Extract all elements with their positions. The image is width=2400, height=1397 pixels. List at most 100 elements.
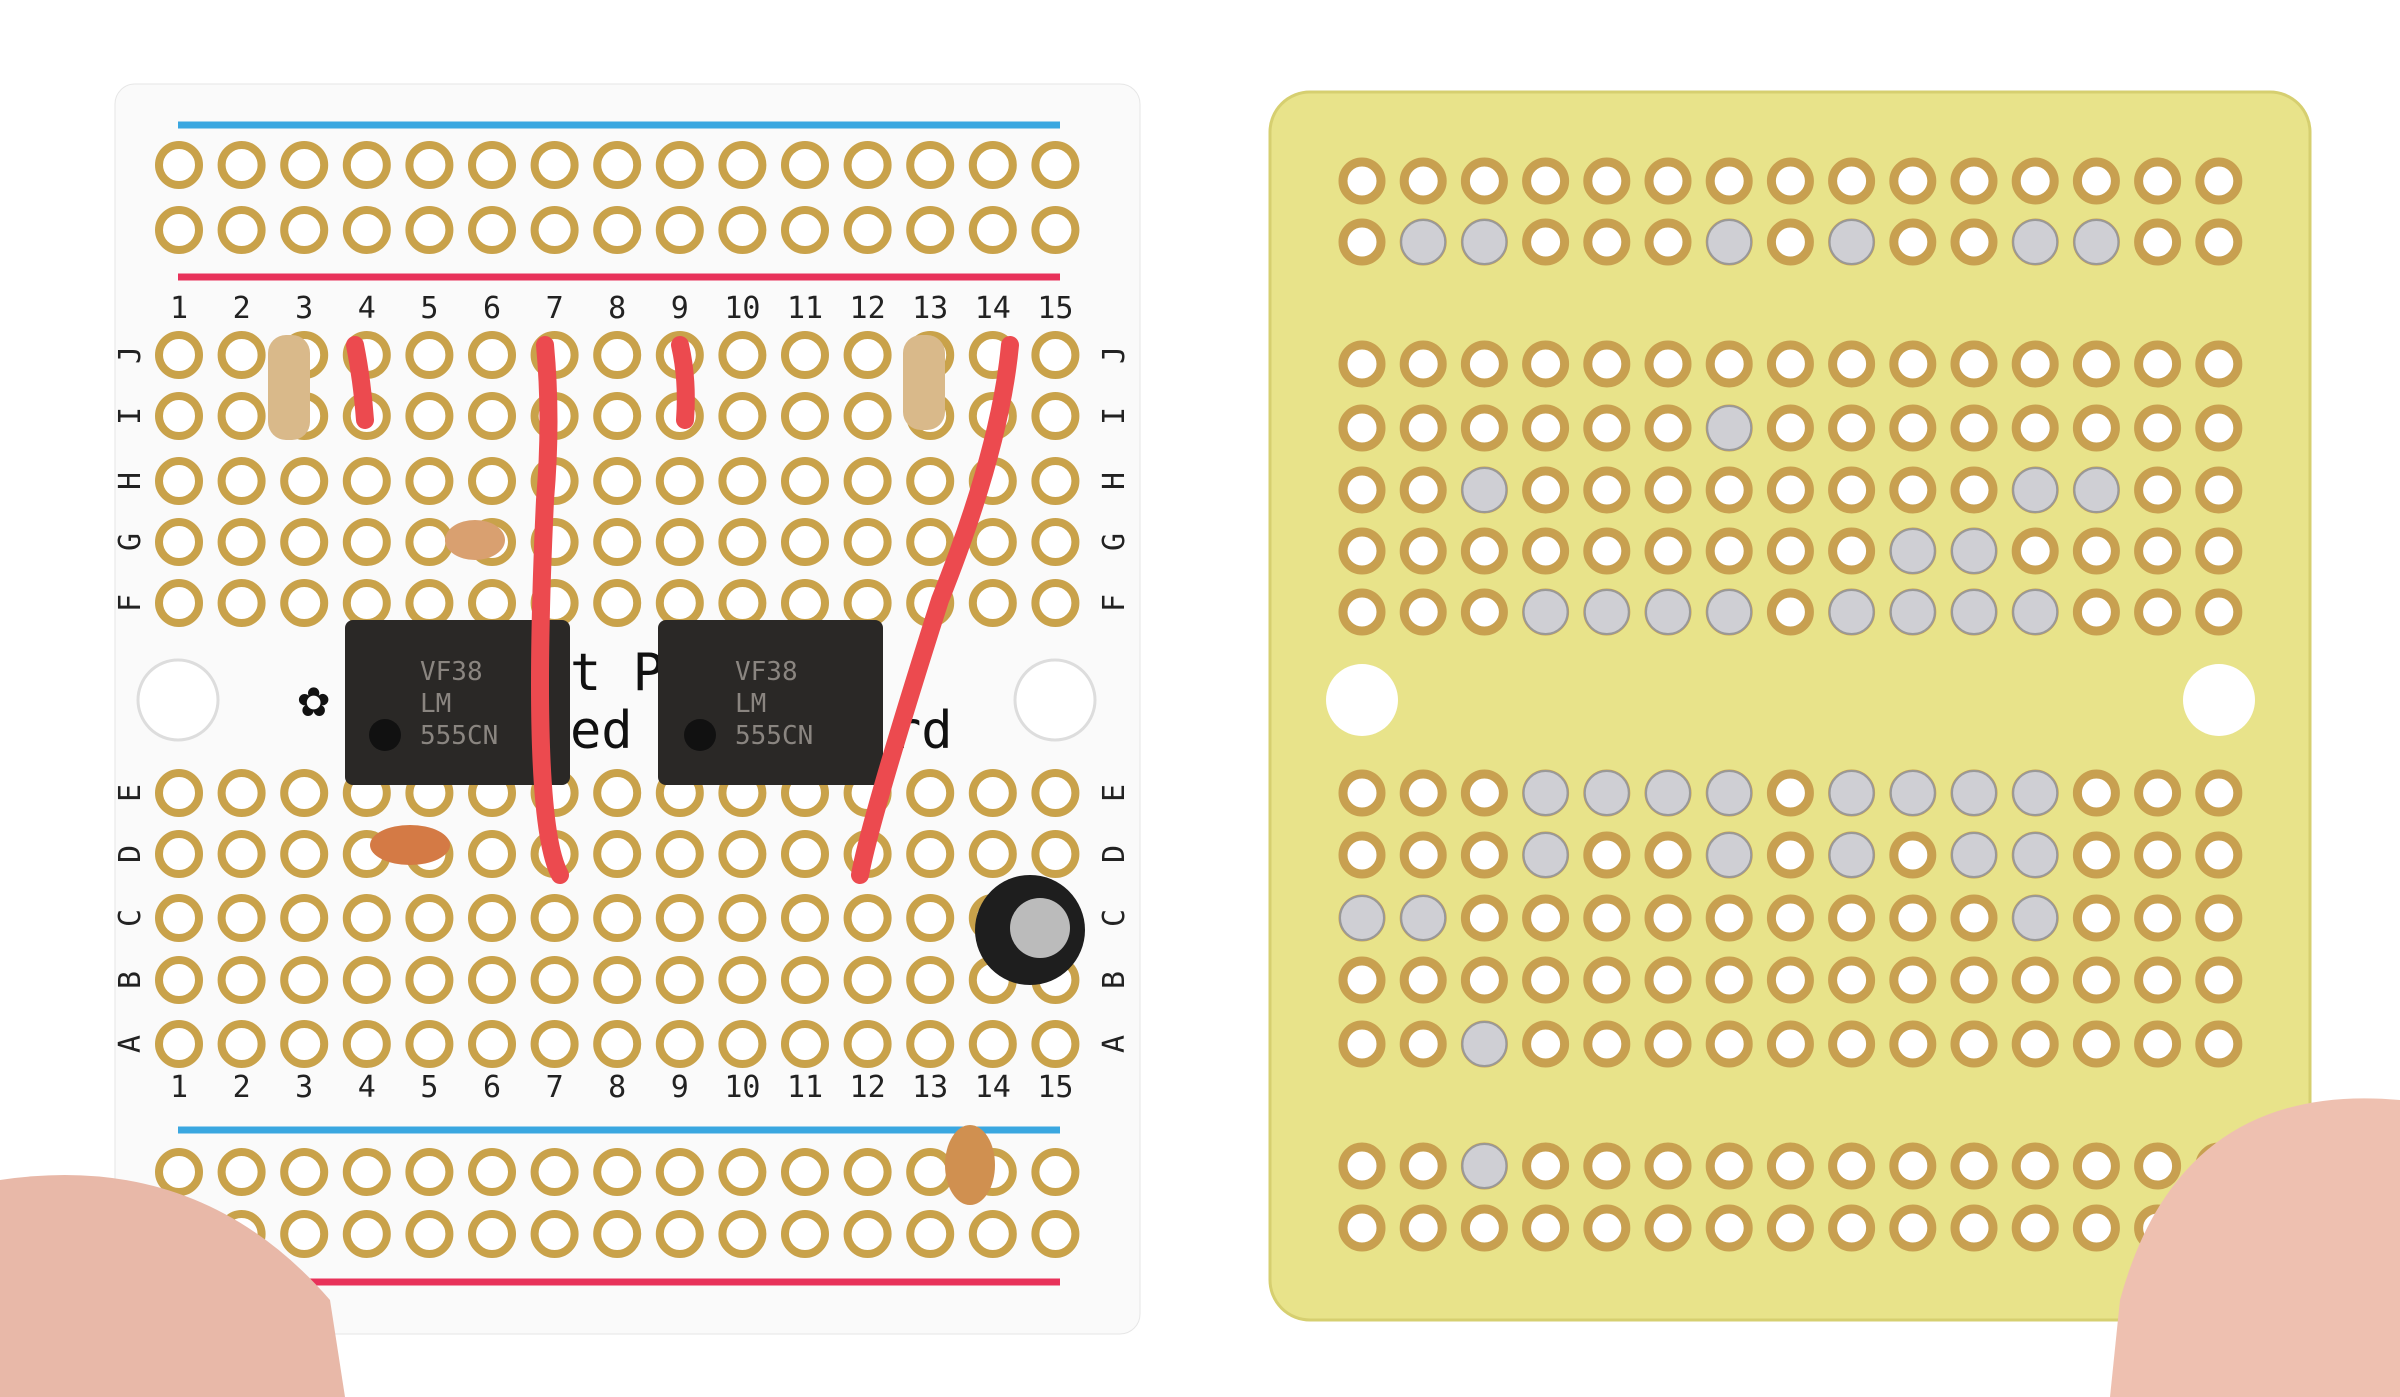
pad	[1522, 340, 1570, 388]
pad	[1460, 769, 1508, 817]
pad	[155, 206, 203, 254]
pad	[2072, 588, 2120, 636]
solder-joint	[2012, 895, 2059, 941]
pad	[1522, 218, 1570, 266]
pad	[1705, 956, 1753, 1004]
column-number: 14	[975, 291, 1011, 326]
silkscreen-text-2: ed	[570, 701, 633, 761]
pad	[781, 392, 829, 440]
pad	[1705, 1142, 1753, 1190]
pad	[1522, 1142, 1570, 1190]
pad	[1644, 1020, 1692, 1068]
pad	[468, 392, 516, 440]
pad	[718, 141, 767, 189]
pad	[1766, 831, 1814, 879]
pad	[1460, 157, 1508, 205]
pad	[1583, 831, 1631, 879]
pad	[593, 830, 642, 878]
pad	[1766, 894, 1814, 942]
pad	[1705, 894, 1753, 942]
pad	[342, 579, 391, 627]
pad	[2195, 527, 2243, 575]
pad	[1644, 956, 1692, 1004]
solder-joint	[1889, 528, 1936, 574]
pad	[1766, 340, 1814, 388]
pad	[968, 830, 1017, 878]
pad	[655, 956, 704, 1004]
pad	[843, 457, 892, 505]
pad	[781, 1210, 829, 1258]
pad	[718, 830, 767, 878]
column-number: 11	[787, 291, 823, 326]
pad	[2072, 831, 2120, 879]
pad	[1460, 404, 1508, 452]
right-board-substrate	[1268, 90, 2312, 1322]
solder-joint	[1706, 832, 1753, 878]
pad	[1889, 1142, 1937, 1190]
pad	[655, 830, 704, 878]
pad	[1828, 1020, 1876, 1068]
pad	[1031, 518, 1080, 566]
column-number: 5	[420, 1070, 438, 1105]
pad	[781, 457, 829, 505]
pad	[342, 1020, 391, 1068]
pad	[2134, 527, 2182, 575]
column-number: 13	[912, 1070, 948, 1105]
pad	[781, 141, 829, 189]
column-number: 12	[850, 1070, 886, 1105]
pad	[1828, 340, 1876, 388]
solder-joint	[2012, 467, 2059, 513]
pad	[1705, 157, 1753, 205]
pad	[655, 1020, 704, 1068]
pad	[718, 1210, 767, 1258]
column-number: 6	[483, 1070, 501, 1105]
row-letter: D	[113, 845, 148, 863]
resistor-3	[445, 520, 505, 560]
pad	[1889, 340, 1937, 388]
pad	[2072, 527, 2120, 575]
pad	[906, 1020, 955, 1068]
silkscreen-text-1: t P	[570, 643, 664, 703]
pad	[405, 141, 454, 189]
row-letter: A	[1097, 1035, 1132, 1053]
pad	[781, 206, 829, 254]
pad	[2134, 340, 2182, 388]
pad	[781, 518, 829, 566]
pad	[906, 830, 955, 878]
pad	[1766, 1204, 1814, 1252]
pad	[1889, 157, 1937, 205]
pad	[1828, 894, 1876, 942]
pad	[718, 331, 767, 379]
pad	[1031, 457, 1080, 505]
pad	[781, 579, 829, 627]
pad	[530, 956, 579, 1004]
pad	[405, 392, 454, 440]
pad	[217, 894, 266, 942]
pad	[1766, 466, 1814, 514]
solder-joint	[1461, 467, 1508, 513]
pad	[1031, 579, 1080, 627]
ceramic-capacitor-2	[945, 1125, 995, 1205]
pad	[843, 579, 892, 627]
pad	[155, 457, 203, 505]
capacitor-top	[1010, 898, 1070, 958]
pad	[843, 141, 892, 189]
solder-joint	[2012, 219, 2059, 265]
pad	[1522, 956, 1570, 1004]
pad	[155, 1148, 203, 1196]
pad	[280, 457, 329, 505]
row-letter: C	[113, 909, 148, 927]
pad	[906, 956, 955, 1004]
mounting-hole-right	[2183, 664, 2255, 736]
chip-1-line2: 555CN	[420, 721, 498, 751]
pad	[1522, 527, 1570, 575]
pad	[1399, 588, 1447, 636]
pad	[468, 579, 516, 627]
pad	[718, 206, 767, 254]
pad	[593, 1210, 642, 1258]
pad	[1338, 218, 1386, 266]
row-letter: J	[1097, 346, 1132, 364]
pad	[1031, 331, 1080, 379]
solder-joint	[1951, 770, 1997, 816]
chip-2-line1: LM	[735, 689, 766, 719]
